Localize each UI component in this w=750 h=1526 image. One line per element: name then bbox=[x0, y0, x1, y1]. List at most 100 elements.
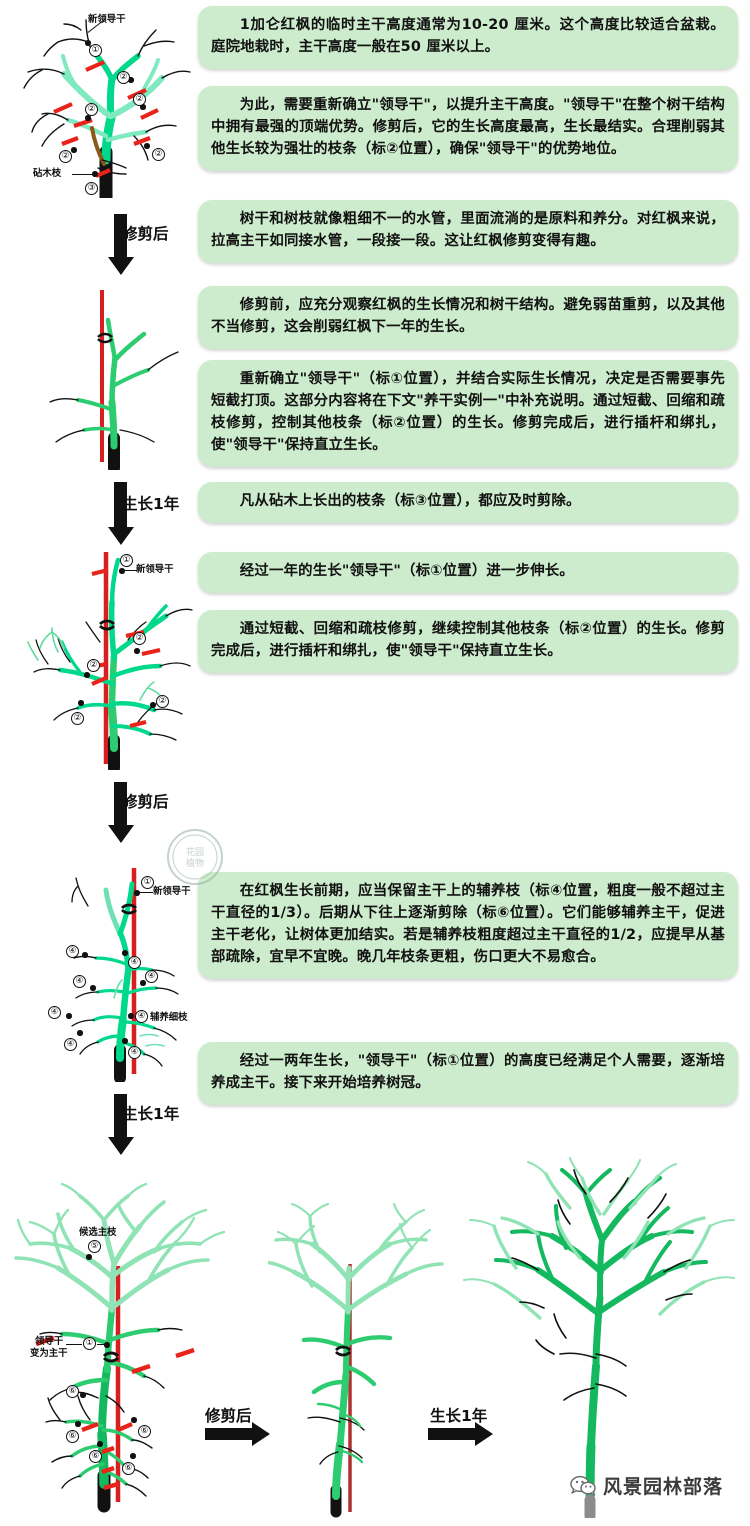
marker-5: ⑤ bbox=[88, 1240, 101, 1253]
footer-brand: 风景园林部落 bbox=[570, 1472, 723, 1499]
marker-dot bbox=[134, 890, 140, 896]
stage-arrow-label-2: 生长1年 bbox=[122, 495, 180, 513]
stage-arrow-label-6: 生长1年 bbox=[430, 1407, 488, 1425]
tree-diagram-stage-4 bbox=[71, 868, 179, 1082]
marker-leader-line bbox=[66, 1344, 82, 1346]
marker-dot bbox=[150, 702, 156, 708]
marker-1: ① bbox=[141, 876, 154, 889]
marker-leader-line bbox=[123, 570, 137, 572]
marker-2: ② bbox=[59, 150, 72, 163]
marker-6: ⑥ bbox=[66, 1430, 79, 1443]
tree-diagram-stage-3 bbox=[27, 552, 193, 770]
label-leader-becomes-trunk-line1: 领导干 bbox=[35, 1336, 64, 1347]
marker-dot bbox=[84, 672, 90, 678]
info-bubble-2: 为此，需要重新确立"领导干"，以提升主干高度。"领导干"在整个树干结构中拥有最强… bbox=[198, 86, 738, 171]
marker-leader-line bbox=[97, 1344, 107, 1346]
info-bubble-3: 树干和树枝就像粗细不一的水管，里面流淌的是原料和养分。对红枫来说，拉高主干如同接… bbox=[198, 200, 738, 263]
info-bubble-7: 经过一年的生长"领导干"（标①位置）进一步伸长。 bbox=[198, 552, 738, 593]
marker-dot bbox=[85, 115, 91, 121]
tree-diagram-stage-6 bbox=[268, 1202, 444, 1518]
marker-4: ④ bbox=[66, 945, 79, 958]
marker-dot bbox=[77, 1030, 83, 1036]
marker-2: ② bbox=[71, 712, 84, 725]
stage-arrow-label-1: 修剪后 bbox=[122, 225, 169, 243]
stage-arrow-label-5: 修剪后 bbox=[205, 1407, 252, 1425]
tree-diagram-stage-7 bbox=[463, 1157, 735, 1518]
footer-brand-text: 风景园林部落 bbox=[603, 1476, 724, 1498]
marker-dot bbox=[97, 1441, 103, 1447]
label-new-leader-stage1: 新领导干 bbox=[88, 14, 126, 25]
marker-2: ② bbox=[117, 71, 130, 84]
stage-arrow-label-3: 修剪后 bbox=[122, 793, 169, 811]
花园植物-round-stamp-icon: 花园 植物 bbox=[167, 829, 223, 885]
stage-arrow-down-4 bbox=[114, 1094, 127, 1138]
tree-diagram-stage-5 bbox=[14, 1182, 226, 1513]
marker-4: ④ bbox=[73, 975, 86, 988]
marker-2: ② bbox=[133, 632, 146, 645]
info-bubble-9: 在红枫生长前期，应当保留主干上的辅养枝（标④位置，粗度一般不超过主干直径的1/3… bbox=[198, 872, 738, 979]
marker-4: ④ bbox=[135, 1010, 148, 1023]
svg-text:花园: 花园 bbox=[186, 846, 204, 858]
marker-dot bbox=[140, 104, 146, 110]
marker-dot bbox=[85, 40, 91, 46]
label-new-leader-stage3: 新领导干 bbox=[136, 564, 174, 575]
label-leader-becomes-trunk-line2: 变为主干 bbox=[30, 1348, 68, 1359]
marker-dot bbox=[130, 1453, 136, 1459]
marker-dot bbox=[140, 980, 146, 986]
marker-dot bbox=[128, 77, 134, 83]
marker-dot bbox=[90, 985, 96, 991]
marker-1: ① bbox=[120, 554, 133, 567]
marker-leader-line bbox=[139, 892, 153, 894]
marker-4: ④ bbox=[145, 970, 158, 983]
info-bubble-8: 通过短截、回缩和疏枝修剪，继续控制其他枝条（标②位置）的生长。修剪完成后，进行插… bbox=[198, 610, 738, 673]
stage-arrow-right-6 bbox=[428, 1428, 476, 1440]
stage-arrow-label-4: 生长1年 bbox=[122, 1105, 180, 1123]
marker-dot bbox=[78, 700, 84, 706]
marker-dot bbox=[131, 1417, 137, 1423]
marker-4: ④ bbox=[128, 956, 141, 969]
marker-6: ⑥ bbox=[138, 1425, 151, 1438]
marker-3: ③ bbox=[85, 182, 98, 195]
marker-dot bbox=[104, 1342, 110, 1348]
stage-arrow-right-5 bbox=[205, 1428, 253, 1440]
marker-dot bbox=[122, 1038, 128, 1044]
marker-dot bbox=[134, 648, 140, 654]
marker-6: ⑥ bbox=[66, 1385, 79, 1398]
label-new-leader-stage4: 新领导干 bbox=[153, 886, 191, 897]
marker-dot bbox=[80, 1392, 86, 1398]
info-bubble-4: 修剪前，应充分观察红枫的生长情况和树干结构。避免弱苗重剪，以及其他不当修剪，这会… bbox=[198, 286, 738, 349]
marker-4: ④ bbox=[48, 1006, 61, 1019]
info-bubble-6: 凡从砧木上长出的枝条（标③位置），都应及时剪除。 bbox=[198, 482, 738, 523]
marker-1: ① bbox=[83, 1337, 96, 1350]
marker-dot bbox=[75, 1421, 81, 1427]
marker-6: ⑥ bbox=[122, 1462, 135, 1475]
label-aux-fine-branch: 辅养细枝 bbox=[150, 1012, 188, 1023]
marker-dot bbox=[122, 950, 128, 956]
label-rootstock-branch: 砧木枝 bbox=[33, 168, 62, 179]
marker-leader-line bbox=[72, 174, 94, 176]
marker-dot bbox=[119, 568, 125, 574]
marker-2: ② bbox=[87, 659, 100, 672]
info-bubble-10: 经过一两年生长，"领导干"（标①位置）的高度已经满足个人需要，逐渐培养成主干。接… bbox=[198, 1042, 738, 1105]
marker-2: ② bbox=[133, 93, 146, 106]
marker-dot bbox=[128, 1013, 134, 1019]
marker-2: ② bbox=[156, 695, 169, 708]
marker-dot bbox=[86, 1254, 92, 1260]
stage-arrow-down-1 bbox=[114, 214, 127, 258]
tree-diagram-stage-2 bbox=[49, 290, 179, 470]
marker-dot bbox=[66, 1013, 72, 1019]
marker-dot bbox=[82, 952, 88, 958]
marker-2: ② bbox=[152, 148, 165, 161]
marker-2: ② bbox=[85, 103, 98, 116]
marker-4: ④ bbox=[64, 1038, 77, 1051]
marker-6: ⑥ bbox=[89, 1450, 102, 1463]
marker-1: ① bbox=[89, 44, 102, 57]
marker-dot bbox=[92, 171, 98, 177]
info-bubble-5: 重新确立"领导干"（标①位置），并结合实际生长情况，决定是否需要事先短截打顶。这… bbox=[198, 360, 738, 467]
wechat-icon bbox=[570, 1475, 596, 1496]
label-candidate-main-branch: 候选主枝 bbox=[79, 1227, 117, 1238]
marker-dot bbox=[144, 143, 150, 149]
marker-4: ④ bbox=[128, 1046, 141, 1059]
info-bubble-1: 1加仑红枫的临时主干高度通常为10-20 厘米。这个高度比较适合盆栽。庭院地栽时… bbox=[198, 6, 738, 69]
